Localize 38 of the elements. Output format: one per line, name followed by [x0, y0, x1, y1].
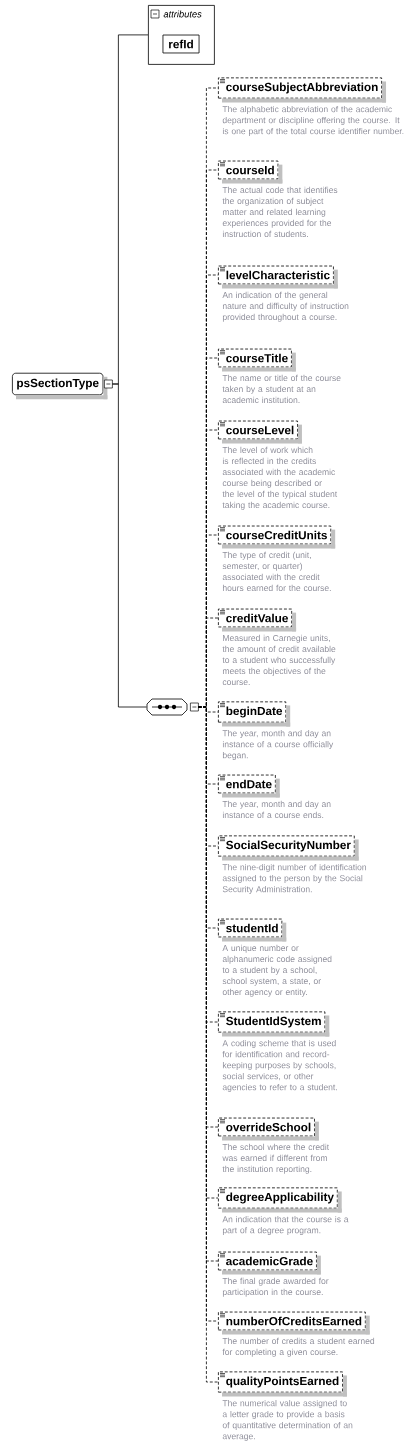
- element-box: degreeApplicability: [218, 1187, 342, 1213]
- element-box: courseLevel: [218, 420, 302, 444]
- element-box: courseSubjectAbbreviation: [218, 77, 387, 103]
- element-box: SocialSecurityNumber: [218, 835, 359, 861]
- sequence-compositor: [146, 698, 199, 716]
- description-text: A unique number or alphanumeric code assigned to a student by a school, school system, a state, or other agency or entity.: [222, 944, 332, 997]
- description-text: The numerical value assigned to a letter grade to provide a basis of quantitative determination of an average.: [222, 1399, 353, 1441]
- description-text: The final grade awarded for participation in the course.: [222, 1277, 329, 1297]
- element-box: qualityPointsEarned: [218, 1371, 347, 1397]
- element-box: endDate: [218, 774, 280, 798]
- element-box: studentId: [218, 918, 287, 942]
- element-box: StudentIdSystem: [218, 1011, 330, 1037]
- element-box: beginDate: [218, 701, 291, 727]
- description-text: The year, month and day an instance of a course ends.: [222, 800, 331, 819]
- element-box: courseTitle: [218, 348, 296, 372]
- description-text: Measured in Carnegie units, the amount of credit available to a student who successfully meets the objectives of the course.: [222, 634, 336, 686]
- description-text: The school where the credit was earned if different from the institution reporting.: [222, 1143, 330, 1174]
- description-text: The actual code that identifies the organization of subject matter and related learning experiences provided for the instruction of students.: [222, 186, 338, 238]
- description-text: The year, month and day an instance of a course officially began.: [222, 729, 334, 760]
- description-text: The number of credits a student earned for completing a given course.: [222, 1337, 375, 1357]
- element-box: courseCreditUnits: [218, 525, 336, 549]
- element-box: creditValue: [218, 608, 297, 632]
- element-box: numberOfCreditsEarned: [218, 1311, 370, 1335]
- description-text: The level of work which is reflected in the credits associated with the academic course being described or the level of the typical student taking the academic course.: [222, 446, 338, 510]
- description-text: An indication of the general nature and difficulty of instruction provided throughout a course.: [222, 291, 349, 322]
- description-text: An indication that the course is a part of a degree program.: [222, 1215, 349, 1235]
- element-box: overrideSchool: [218, 1117, 319, 1141]
- description-text: A coding scheme that is used for identification and record-keeping purposes by schools, social services, or other agencies to refer to a student.: [222, 1039, 337, 1092]
- description-text: The alphabetic abbreviation of the academic department or discipline offering the course. It is one part of the total course identifier number.: [222, 105, 404, 136]
- element-box: courseId: [218, 160, 283, 184]
- connector-line: [112, 383, 147, 708]
- attribute-box: refId: [162, 34, 200, 54]
- element-box: levelCharacteristic: [218, 265, 338, 289]
- description-text: The type of credit (unit, semester, or quarter) associated with the credit hours earned for the course.: [222, 551, 331, 592]
- type-box: psSectionType: [12, 372, 113, 400]
- description-text: The nine-digit number of identification assigned to the person by the Social Security Administration.: [222, 863, 366, 894]
- description-text: The name or title of the course taken by a student at an academic institution.: [222, 374, 341, 404]
- element-box: academicGrade: [218, 1251, 321, 1275]
